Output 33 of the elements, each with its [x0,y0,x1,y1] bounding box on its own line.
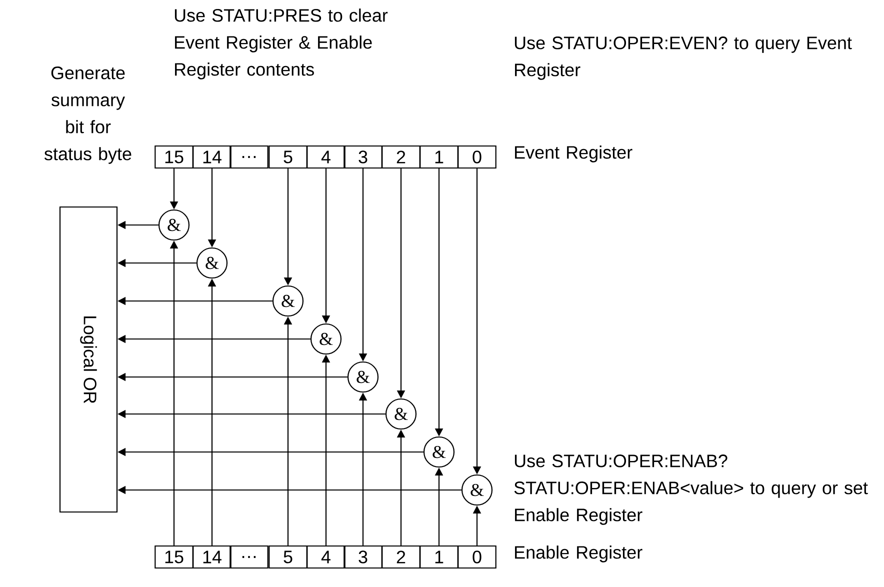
annotation-text: Generate summary bit for status byte [44,66,132,164]
register-cell: 2 [382,145,420,169]
and-gate: & [272,285,304,317]
and-gate: & [347,361,379,393]
register-cell: 0 [458,145,496,169]
register-cell: 4 [306,145,346,169]
logical-or-box: Logical OR [59,206,118,513]
register-cell: 5 [268,145,308,169]
register-cell: … [230,145,268,169]
register-cell: 1 [420,145,458,169]
register-cell: 3 [344,545,382,569]
and-gate: & [423,436,455,468]
register-cell: 14 [192,145,232,169]
and-gate: & [385,398,417,430]
register-label: Event Register [515,146,632,162]
annotation-text: Use STATU:OPER:EVEN? to query Event Register [514,36,852,80]
register-cell: 14 [192,545,232,569]
register-cell: 5 [268,545,308,569]
and-gate: & [310,323,342,355]
register-label: Enable Register [515,546,642,562]
register-cell: … [230,545,268,569]
register-cell: 15 [154,545,194,569]
register-cell: 3 [344,145,382,169]
and-gate: & [461,474,493,506]
register-cell: 2 [382,545,420,569]
annotation-text: Use STATU:OPER:ENAB? STATU:OPER:ENAB<value> to query or set Enable Register [514,454,868,525]
register-cell: 0 [458,545,496,569]
register-cell: 4 [306,545,346,569]
and-gate: & [196,247,228,279]
and-gate: & [158,209,190,241]
register-cell: 1 [420,545,458,569]
register-cell: 15 [154,145,194,169]
annotation-text: Use STATU:PRES to clear Event Register & Enable Register contents [174,8,388,80]
